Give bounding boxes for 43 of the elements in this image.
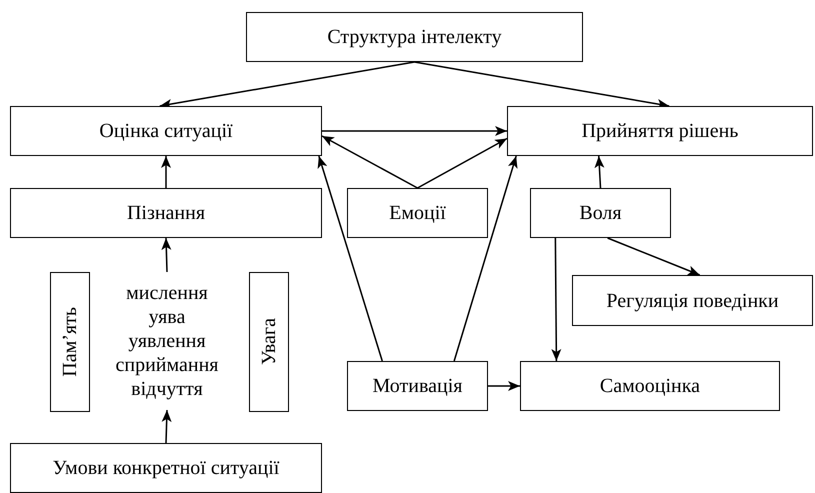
list-item: мислення [126, 281, 208, 305]
box-label: Пізнання [126, 202, 206, 224]
box-label: Мотивація [372, 375, 462, 397]
arrow [322, 126, 507, 136]
process-box [249, 272, 289, 412]
box-label: Умови конкретної ситуації [52, 457, 280, 479]
process-box [347, 188, 488, 238]
arrow [551, 238, 562, 361]
arrow [322, 135, 418, 189]
list-item: сприймання [116, 353, 218, 377]
process-box [572, 275, 813, 326]
box-label: Структура інтелекту [327, 26, 502, 48]
arrow [607, 237, 700, 276]
list-item: уява [148, 305, 186, 329]
process-box [520, 361, 780, 411]
list-item: уявлення [128, 329, 206, 353]
arrow [594, 156, 604, 188]
arrow [161, 156, 171, 188]
list-item: відчуття [131, 377, 203, 401]
process-box [347, 361, 488, 411]
process-box [10, 106, 322, 156]
arrow [162, 410, 172, 444]
box-label: Увага [258, 318, 280, 366]
arrow [453, 156, 518, 362]
arrow [417, 138, 508, 189]
box-label: Емоції [389, 202, 446, 224]
process-box [530, 188, 671, 238]
process-box [50, 272, 90, 412]
box-label: Воля [579, 202, 622, 224]
arrow [161, 238, 172, 272]
arrow [160, 61, 415, 109]
process-box [246, 12, 583, 62]
process-box [10, 188, 322, 238]
arrow [318, 156, 383, 362]
process-box [507, 106, 813, 156]
box-label: Прийняття рішень [582, 120, 738, 142]
box-label: Самооцінка [600, 375, 700, 397]
arrow [488, 381, 520, 391]
box-label: Регуляція поведінки [606, 290, 779, 312]
box-label: Пам’ять [59, 307, 81, 377]
process-box [10, 443, 322, 493]
arrow [414, 61, 670, 109]
box-label: Оцінка ситуації [99, 120, 233, 142]
